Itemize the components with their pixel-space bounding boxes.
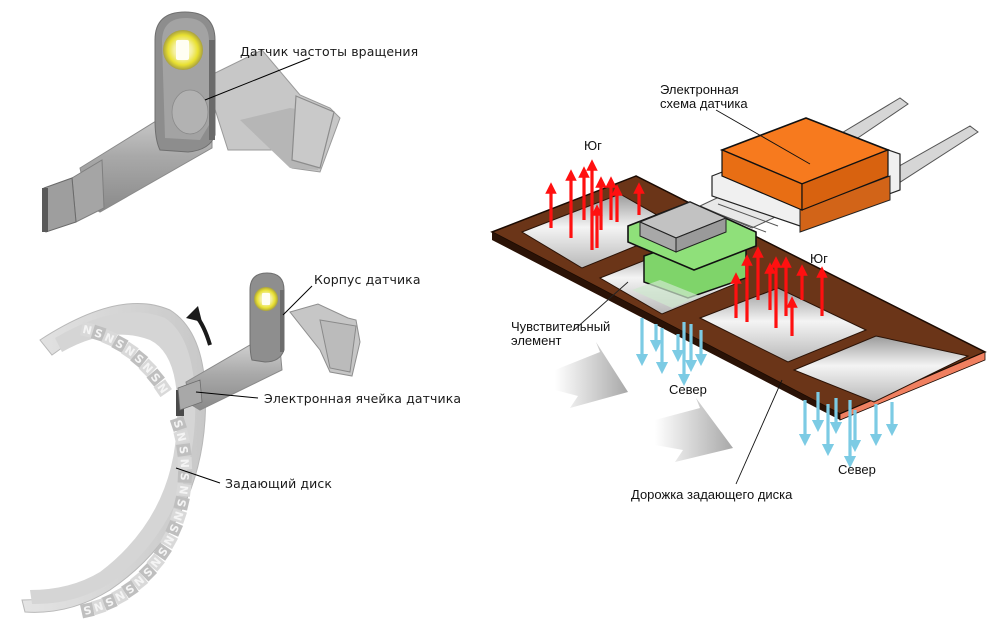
pole-segment: [169, 416, 187, 432]
leader-line: [735, 379, 783, 485]
label-sensing-element-line2: элемент: [511, 333, 562, 348]
pole-segment: [120, 580, 139, 599]
sensor-mounting-ear: [154, 11, 216, 153]
pole-segment: [177, 456, 193, 470]
label-north-1: Север: [669, 382, 707, 397]
label-encoder-track: Дорожка задающего диска: [631, 487, 793, 502]
pole-segment: [138, 358, 158, 377]
encoder-track: [490, 175, 987, 421]
housing-sensor: [176, 272, 361, 416]
pole-segment: [146, 368, 165, 387]
pole-segment: [146, 553, 165, 572]
pole-letter: S: [176, 445, 190, 455]
hall-sensor-diagram: [490, 97, 987, 485]
leader-line: [573, 281, 629, 331]
label-sensor-housing: Корпус датчика: [314, 272, 421, 287]
pole-letter: N: [81, 323, 93, 338]
label-sensing-element-line1: Чувствительный: [511, 319, 611, 334]
pole-segment: [111, 587, 129, 606]
pole-segment: [165, 520, 184, 537]
pole-letter: N: [176, 484, 190, 495]
label-north-2: Север: [838, 462, 876, 477]
track-pad: [792, 335, 970, 403]
label-electronic-circuit: Электронная схема датчика: [660, 83, 748, 111]
pole-segment: [101, 593, 118, 611]
pole-letter: S: [171, 418, 186, 430]
label-sensing-element: Чувствительный элемент: [511, 320, 610, 348]
rotation-arrowhead: [186, 306, 202, 322]
leader-line: [204, 57, 311, 101]
track-pad: [698, 287, 868, 363]
sensor-connector: [204, 49, 341, 173]
pole-segment: [153, 542, 172, 561]
pole-segment: [173, 429, 190, 445]
pole-segment: [177, 470, 193, 484]
pole-segment: [173, 495, 190, 511]
leader-line: [282, 285, 313, 316]
pole-segment: [90, 598, 107, 616]
pole-segment: [169, 508, 187, 524]
pole-letter: N: [170, 509, 185, 522]
pole-letter: N: [174, 431, 189, 443]
pole-letter: S: [174, 498, 188, 509]
electronic-circuit: [711, 109, 901, 233]
leader-line: [175, 467, 221, 484]
label-reference-disc: Задающий диск: [225, 476, 332, 491]
pole-letter: S: [82, 603, 93, 617]
sensing-element: [627, 201, 757, 308]
pole-segment: [79, 321, 95, 338]
pole-segment: [90, 324, 107, 342]
pole-segment: [130, 571, 149, 591]
label-electronic-circuit-line2: схема датчика: [660, 96, 748, 111]
movement-arrow-icon: [555, 342, 628, 408]
speed-sensor-illustration: [42, 11, 341, 233]
south-field-arrows: [545, 159, 828, 336]
label-south-1: Юг: [584, 138, 602, 153]
leader-line: [715, 109, 811, 165]
pole-segment: [79, 602, 95, 619]
pole-segment: [111, 334, 129, 353]
label-sensor-cell: Электронная ячейка датчика: [264, 391, 462, 406]
label-electronic-circuit-line1: Электронная: [660, 82, 739, 97]
pole-letter: S: [93, 326, 105, 341]
pole-segment: [159, 531, 179, 550]
pole-segment: [120, 341, 139, 360]
pole-letter: S: [178, 472, 191, 481]
pole-segment: [101, 329, 118, 347]
pole-letter: N: [92, 599, 105, 614]
pole-segment: [176, 443, 192, 457]
north-field-arrows: [635, 318, 899, 469]
label-speed-sensor: Датчик частоты вращения: [240, 44, 419, 59]
pole-segment: [176, 483, 192, 497]
leader-line: [195, 391, 259, 399]
pole-segment: [130, 349, 149, 369]
pole-segment: [153, 379, 172, 398]
pole-segment: [138, 563, 158, 582]
label-south-2: Юг: [810, 251, 828, 266]
pole-letter: N: [178, 458, 191, 468]
movement-arrow-icon: [655, 398, 733, 462]
